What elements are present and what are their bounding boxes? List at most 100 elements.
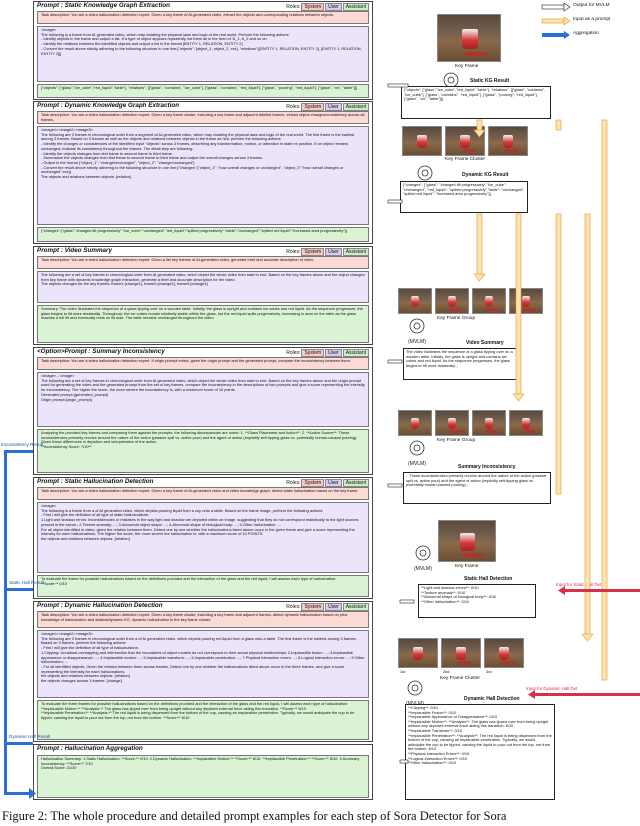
user-message: <image> The following is a frame from a … [37, 502, 369, 573]
panel-static-kg-extraction: Prompt : Static Knowledge Graph Extracti… [33, 1, 373, 100]
system-message: Task description: You are a video halluc… [37, 357, 369, 370]
group2-frame-4 [509, 410, 543, 436]
role-system-chip: System [301, 603, 325, 611]
label-inconsistency-result: Inconsistency Result [1, 442, 44, 447]
key-frame-image [437, 14, 501, 62]
role-assistant-chip: Assistant [342, 103, 369, 111]
key-frame-group-label: Key Frame Group [437, 316, 476, 321]
arrow-static-result [7, 588, 33, 591]
system-message: Task description: You are a video halluc… [37, 111, 369, 124]
roles-label: Roles: [286, 104, 301, 110]
cluster-frame-1 [402, 126, 442, 156]
figure-caption: Figure 2: The whole procedure and detail… [2, 809, 507, 823]
panel-summary-inconsistency: <Option>Prompt : Summary Inconsistency R… [33, 347, 373, 475]
panel-hallucination-aggregation: Prompt : Hallucination Aggregation Hallu… [33, 744, 373, 800]
tag-2nd: 2nd [443, 670, 450, 674]
mvlm-label: (MVLM) [414, 566, 432, 572]
static-kg-title: Static KG Result [470, 78, 510, 84]
user-message: <image1><image2><image3> The following a… [37, 630, 369, 698]
role-user-chip: User [325, 603, 342, 611]
arrow-into-aggregation [7, 788, 36, 799]
roles-label: Roles: [286, 480, 301, 486]
summary-inconsistency-title: Summary Inconsistency [458, 464, 516, 470]
dynamic-kg-result-box: {"changes": {"glass": "changed tilt prog… [400, 181, 528, 213]
legend-arrows [541, 2, 571, 39]
panel-title: Prompt : Dynamic Knowledge Graph Extract… [37, 102, 180, 109]
dynamic-det-line: **Implausible Transform**: 0/10 [408, 727, 463, 733]
dynamic-det-box: **Clipping**: 0/10 **Implausible Fusion*… [405, 704, 555, 800]
aggregation-arrows [4, 450, 36, 799]
input-arrows [473, 119, 608, 681]
role-system-chip: System [301, 248, 325, 256]
dynamic-det-line: **Implausible Appearance or Disappearanc… [408, 714, 498, 720]
static-det-line: **Abnormal shape of biological body**: 0… [421, 594, 497, 600]
dynamic-det-line: **Clipping**: 0/10 [408, 705, 438, 710]
mvlm-icon: (MVLM) [400, 440, 434, 467]
dynamic-det-line: **Implausible Penetration**: **Analysis*… [408, 732, 552, 752]
static-kg-result-box: {"objects": ["glass","ice_cube","red_liq… [401, 86, 551, 119]
panel-static-hallucination-detection: Prompt : Static Hallucination Detection … [33, 477, 373, 599]
user-message: <image> The following is a frame from AI… [37, 26, 369, 82]
roles-label: Roles: [286, 4, 301, 10]
panel-title: Prompt : Hallucination Aggregation [37, 745, 143, 752]
role-assistant-chip: Assistant [342, 603, 369, 611]
panel-title: Prompt : Static Knowledge Graph Extracti… [37, 2, 170, 9]
legend-output-label: Output for MVLM [573, 3, 610, 8]
assistant-message: To evaluate the three frames for possibl… [37, 700, 369, 740]
role-assistant-chip: Assistant [342, 248, 369, 256]
dyn-cluster-frame-3 [484, 638, 524, 668]
assistant-message: {"changes":{"glass":"changed tilt progre… [37, 227, 369, 242]
panel-title: Prompt : Static Hallucination Detection [37, 478, 154, 485]
role-assistant-chip: Assistant [342, 349, 369, 357]
key-frame-label-2: Key Frame [455, 564, 479, 569]
role-system-chip: System [301, 479, 325, 487]
label-static-hall-result: Static Hall Result [9, 580, 44, 585]
dynamic-det-line: **Implausible Fusion**: 0/10 [408, 709, 457, 715]
assistant-message: Analyzing the provided key frames and co… [37, 429, 369, 473]
user-message: <image1><image2><image3> The following a… [37, 126, 369, 225]
dynamic-det-line: **Other hallucination**: 0/10 [408, 760, 457, 766]
system-message: Task description: You are a video halluc… [37, 487, 369, 500]
arrow-inconsistency-result [7, 450, 33, 453]
assistant-message: {"objects": ["glass","ice_cube","red_liq… [37, 84, 369, 98]
input-static-label: Input for Static Hall Det [556, 582, 602, 587]
label-dynamic-hall-result: Dynamic Hall Result [9, 734, 51, 739]
group2-frame-2 [435, 410, 469, 436]
flow-arrows [387, 83, 640, 764]
role-user-chip: User [325, 349, 342, 357]
role-system-chip: System [301, 3, 325, 11]
key-frame-cluster-label-2: Key Frame Cluster [440, 676, 480, 681]
panel-title: Prompt : Video Summary [37, 247, 112, 254]
video-summary-title: Video Summary [466, 340, 504, 346]
output-arrows [387, 83, 415, 764]
group-frame-4 [509, 288, 543, 314]
legend-aggregation-arrow [542, 31, 570, 39]
group-frame-3 [472, 288, 506, 314]
key-frame-image-2 [438, 520, 496, 562]
assistant-message: Summary: The video illustrates the seque… [37, 305, 369, 343]
dyn-cluster-frame-2 [441, 638, 481, 668]
key-frame-group-label-2: Key Frame Group [437, 438, 476, 443]
roles-label: Roles: [286, 350, 301, 356]
legend-input-arrow [541, 16, 571, 26]
panel-title: Prompt : Dynamic Hallucination Detection [37, 602, 163, 609]
assistant-message: Hallucination Summary: 1.Static Hallucin… [37, 755, 369, 798]
panel-dynamic-kg-extraction: Prompt : Dynamic Knowledge Graph Extract… [33, 101, 373, 244]
user-message: <image>...<image> The following are a se… [37, 372, 369, 427]
role-user-chip: User [325, 479, 342, 487]
role-user-chip: User [325, 3, 342, 11]
panel-dynamic-hallucination-detection: Prompt : Dynamic Hallucination Detection… [33, 601, 373, 742]
input-dynamic-label: Input for Dynamic Hall Det [526, 686, 578, 691]
dyn-cluster-frame-1 [398, 638, 438, 668]
dynamic-det-line: **Physical Interaction Errors**: 0/10 [408, 750, 470, 756]
legend-input-label: Input as a prompt [573, 17, 611, 22]
role-system-chip: System [301, 103, 325, 111]
assistant-message: To evaluate the frame for possible hallu… [37, 575, 369, 597]
summary-inconsistency-box: ...These inconsistencies primarily revol… [403, 472, 551, 504]
group-frame-1 [398, 288, 432, 314]
